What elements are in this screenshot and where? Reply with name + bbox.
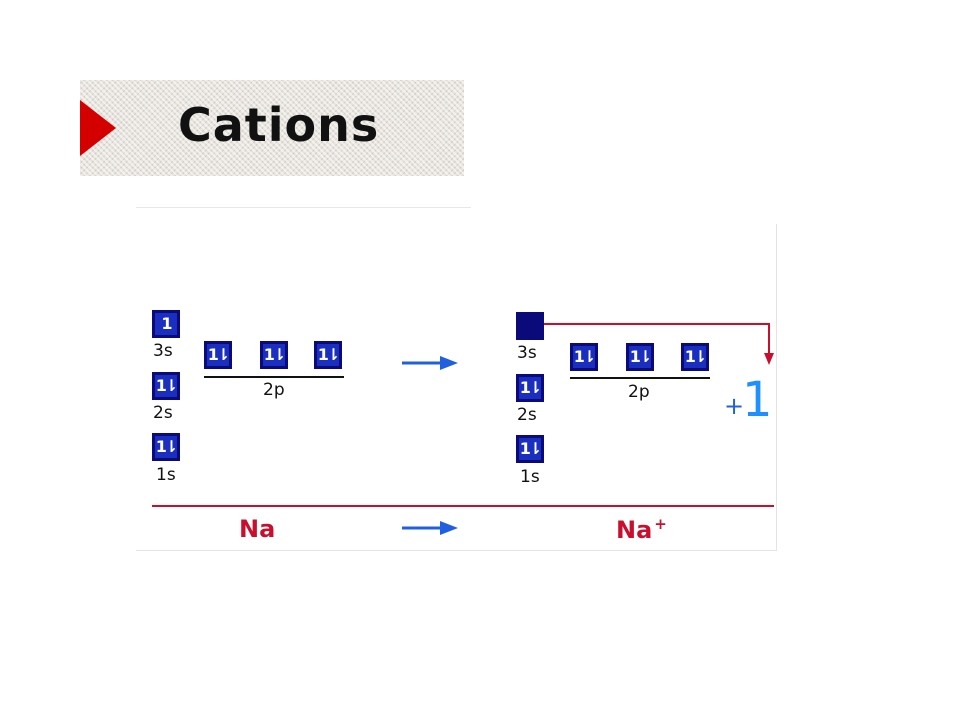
orbital-label-2s-right: 2s — [517, 405, 537, 425]
orbital-label-2p-left: 2p — [263, 380, 285, 400]
p-orbital-baseline-right — [570, 377, 710, 379]
divider-line — [152, 505, 774, 507]
removed-electron-up-icon: 1 — [742, 372, 773, 428]
orbital-label-1s-left: 1s — [156, 465, 176, 485]
electron-up-icon: 1 — [155, 313, 177, 335]
electron-pair-icon: 1⇂ — [573, 346, 596, 368]
orbital-box-2s-right: 1⇂ — [516, 374, 544, 402]
electron-removal-arrow-icon — [544, 323, 774, 365]
orbital-box-1s-left: 1⇂ — [152, 433, 180, 461]
orbital-label-2s-left: 2s — [153, 403, 173, 423]
orbital-label-3s-right: 3s — [517, 343, 537, 363]
electron-configuration-diagram: 1 3s 1⇂ 2s 1⇂ 1s 1⇂ 1⇂ 1⇂ 2p 3s 1⇂ 2s 1⇂… — [136, 224, 777, 551]
electron-pair-icon: 1⇂ — [629, 346, 652, 368]
page-title: Cations — [178, 98, 380, 152]
orbital-box-3s-right-empty — [516, 312, 544, 340]
title-banner: Cations — [80, 80, 464, 176]
orbital-box-2p-1-left: 1⇂ — [204, 341, 232, 369]
p-orbital-baseline-left — [204, 376, 344, 378]
orbital-box-2s-left: 1⇂ — [152, 372, 180, 400]
orbital-box-2p-1-right: 1⇂ — [570, 343, 598, 371]
orbital-box-2p-3-left: 1⇂ — [314, 341, 342, 369]
triangle-arrow-icon — [80, 100, 116, 156]
species-symbol-right: Na — [616, 516, 653, 544]
electron-pair-icon: 1⇂ — [155, 375, 178, 397]
removed-electron-sign: + — [724, 392, 745, 420]
right-arrow-icon — [402, 521, 458, 535]
orbital-box-2p-2-right: 1⇂ — [626, 343, 654, 371]
electron-pair-icon: 1⇂ — [684, 346, 707, 368]
species-charge-right: + — [654, 515, 667, 533]
orbital-box-1s-right: 1⇂ — [516, 435, 544, 463]
electron-pair-icon: 1⇂ — [155, 436, 178, 458]
orbital-box-3s-left: 1 — [152, 310, 180, 338]
orbital-box-2p-2-left: 1⇂ — [260, 341, 288, 369]
electron-pair-icon: 1⇂ — [519, 377, 542, 399]
orbital-label-1s-right: 1s — [520, 467, 540, 487]
species-label-right: Na+ — [616, 515, 667, 544]
banner-divider — [136, 207, 471, 208]
species-label-left: Na — [239, 515, 276, 543]
orbital-label-2p-right: 2p — [628, 382, 650, 402]
electron-pair-icon: 1⇂ — [519, 438, 542, 460]
orbital-box-2p-3-right: 1⇂ — [681, 343, 709, 371]
electron-pair-icon: 1⇂ — [317, 344, 340, 366]
orbital-label-3s-left: 3s — [153, 341, 173, 361]
right-arrow-icon — [402, 356, 458, 370]
electron-pair-icon: 1⇂ — [207, 344, 230, 366]
electron-pair-icon: 1⇂ — [263, 344, 286, 366]
